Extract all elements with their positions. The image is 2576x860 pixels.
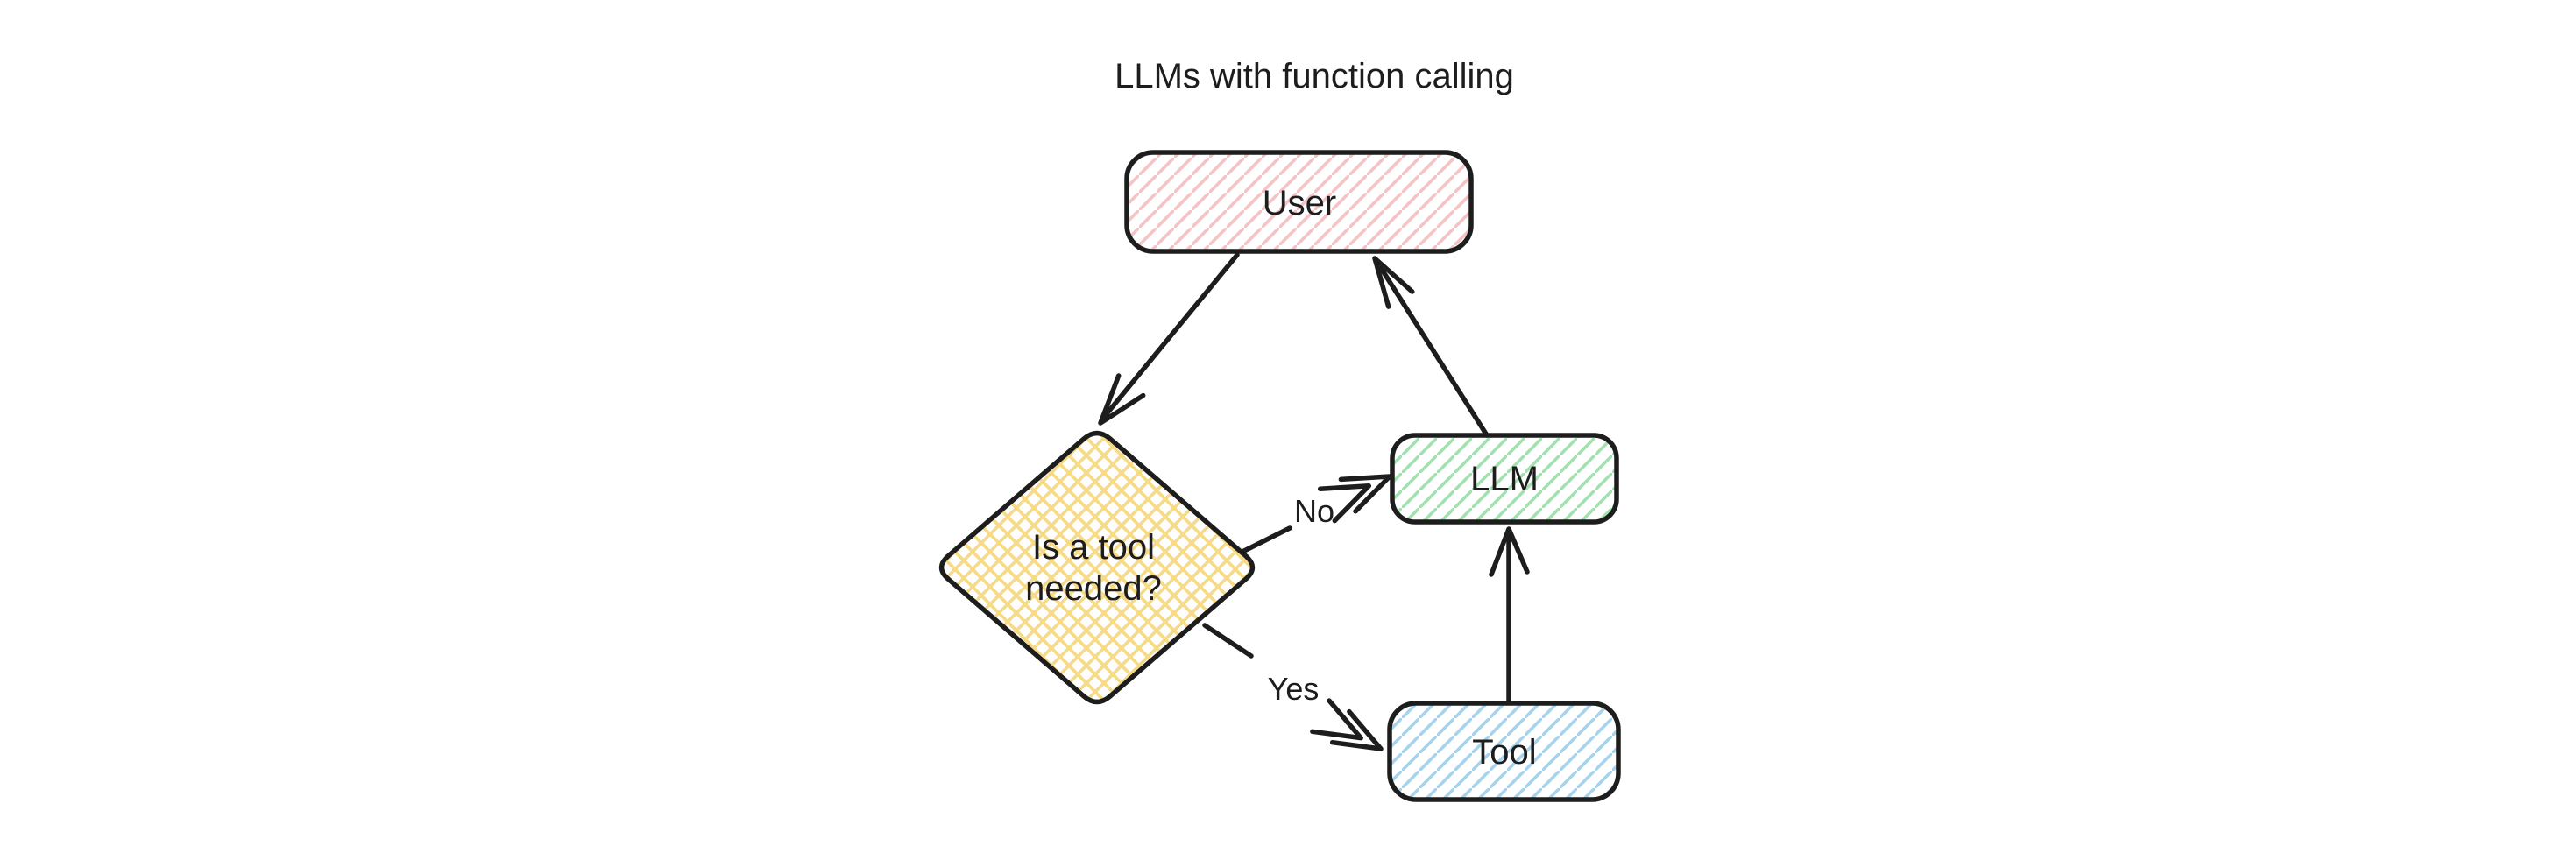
arrowhead-into-decision bbox=[1098, 373, 1146, 426]
edge-label-yes: Yes bbox=[1268, 671, 1320, 707]
arrowhead-into-llm-bottom bbox=[1489, 526, 1530, 577]
edge-user-to-decision-line bbox=[1102, 252, 1240, 419]
diagram-title: LLMs with function calling bbox=[1115, 57, 1514, 95]
arrowhead-no-chevron-1 bbox=[1338, 474, 1392, 514]
decision-diamond bbox=[938, 430, 1256, 705]
llm-box bbox=[1390, 433, 1619, 525]
edge-decision-yes-tool: Yes bbox=[1202, 623, 1384, 751]
edge-label-no: No bbox=[1294, 493, 1334, 529]
edge-llm-to-user-line bbox=[1378, 265, 1490, 438]
arrowhead-into-user bbox=[1372, 256, 1415, 309]
tool-label: Tool bbox=[1472, 733, 1536, 772]
node-decision: Is a tool needed? bbox=[938, 430, 1256, 705]
decision-label-line1: Is a tool bbox=[1032, 528, 1155, 567]
arrowhead-yes-chevron-2 bbox=[1310, 698, 1363, 741]
edge-llm-to-user bbox=[1372, 256, 1490, 438]
edge-no-line bbox=[1240, 525, 1292, 554]
tool-box bbox=[1387, 701, 1621, 802]
edge-yes-line bbox=[1202, 623, 1254, 659]
node-llm: LLM bbox=[1390, 433, 1619, 525]
llm-label: LLM bbox=[1470, 460, 1539, 498]
arrowhead-yes-chevron-1 bbox=[1329, 708, 1384, 751]
decision-label-line2: needed? bbox=[1025, 569, 1162, 608]
edge-user-to-decision bbox=[1098, 252, 1240, 426]
user-label: User bbox=[1263, 184, 1336, 222]
node-user: User bbox=[1124, 150, 1474, 254]
user-box bbox=[1124, 150, 1474, 254]
node-tool: Tool bbox=[1387, 701, 1621, 802]
edge-decision-no-llm: No bbox=[1240, 474, 1392, 554]
edge-tool-to-llm bbox=[1489, 526, 1530, 704]
arrowhead-no-chevron-2 bbox=[1317, 483, 1372, 524]
